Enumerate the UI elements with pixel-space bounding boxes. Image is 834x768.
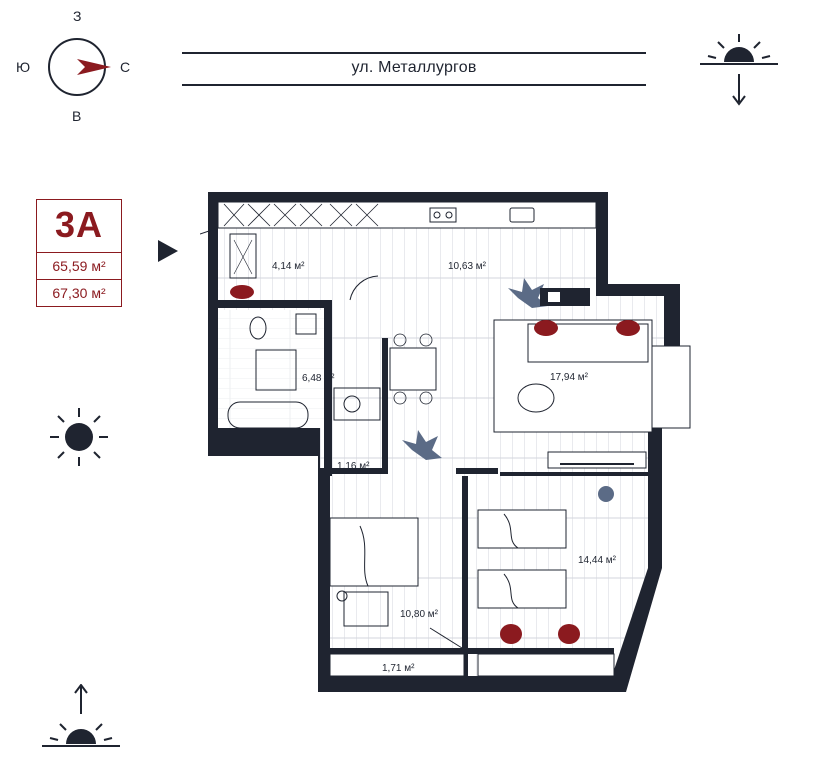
room-label-bedroom1: 10,80 м²	[400, 609, 439, 620]
compass-icon	[48, 38, 111, 96]
room-label-bathroom-small: 4,14 м²	[272, 261, 305, 272]
street-name: ул. Металлургов	[351, 59, 477, 76]
room-label-balcony: 1,71 м²	[382, 663, 415, 674]
compass-south-label: В	[72, 108, 82, 124]
room-label-storage: 1,16 м²	[337, 461, 370, 472]
badge-divider-2	[37, 279, 121, 280]
room-label-bathroom: 6,48 м²	[302, 373, 335, 384]
total-area: 67,30 м²	[52, 285, 106, 301]
room-label-living: 17,94 м²	[550, 372, 589, 383]
street-line-bottom	[182, 84, 646, 86]
sunset-icon	[42, 684, 120, 747]
street-line-top	[182, 52, 646, 54]
compass-north-label: З	[73, 8, 82, 24]
sun-icon	[50, 408, 108, 466]
badge-divider	[37, 252, 121, 253]
entrance-arrow-icon	[158, 240, 178, 262]
apartment-type: 3А	[54, 204, 104, 245]
compass-west-label: Ю	[16, 59, 31, 75]
sunrise-icon	[700, 34, 778, 106]
room-label-bedroom2: 14,44 м²	[578, 555, 617, 566]
compass: З Ю С В	[14, 8, 144, 128]
compass-east-label: С	[120, 59, 131, 75]
floor-plan	[200, 192, 691, 692]
room-label-kitchen: 10,63 м²	[448, 261, 487, 272]
living-area: 65,59 м²	[52, 258, 106, 274]
apartment-badge: 3А 65,59 м² 67,30 м²	[36, 199, 122, 307]
